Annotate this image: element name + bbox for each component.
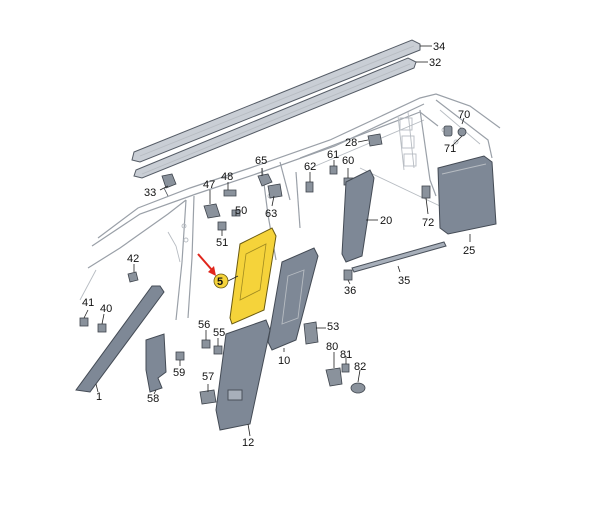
callout-53[interactable]: 53 bbox=[327, 321, 339, 333]
callout-34[interactable]: 34 bbox=[433, 41, 445, 53]
callout-58[interactable]: 58 bbox=[147, 393, 159, 405]
callout-80[interactable]: 80 bbox=[326, 341, 338, 353]
callout-32[interactable]: 32 bbox=[429, 57, 441, 69]
callout-65[interactable]: 65 bbox=[255, 155, 267, 167]
callout-41[interactable]: 41 bbox=[82, 297, 94, 309]
callout-40[interactable]: 40 bbox=[100, 303, 112, 315]
callout-25[interactable]: 25 bbox=[463, 245, 475, 257]
clip-72 bbox=[421, 185, 431, 199]
callout-labels: 34 32 70 28 71 61 65 62 60 33 48 47 50 6… bbox=[82, 41, 475, 449]
roof-moulding-34 bbox=[131, 39, 421, 163]
callout-55[interactable]: 55 bbox=[213, 327, 225, 339]
callout-56[interactable]: 56 bbox=[198, 319, 210, 331]
callout-47[interactable]: 47 bbox=[203, 179, 215, 191]
clip-65-63 bbox=[257, 173, 283, 199]
b-pillar-upper-trim-5 bbox=[229, 227, 277, 325]
callout-42[interactable]: 42 bbox=[127, 253, 139, 265]
callout-36[interactable]: 36 bbox=[344, 285, 356, 297]
callout-20[interactable]: 20 bbox=[380, 215, 392, 227]
b-pillar-trim-10 bbox=[267, 247, 319, 351]
callout-63[interactable]: 63 bbox=[265, 208, 277, 220]
callout-72[interactable]: 72 bbox=[422, 217, 434, 229]
callout-5[interactable]: 5 bbox=[217, 276, 223, 288]
callout-33[interactable]: 33 bbox=[144, 187, 156, 199]
seal-strip-35 bbox=[351, 241, 447, 273]
clip-70-71 bbox=[443, 125, 467, 137]
callout-50[interactable]: 50 bbox=[235, 205, 247, 217]
clip-28 bbox=[367, 133, 383, 147]
clips-59 bbox=[175, 351, 185, 361]
c-pillar-trim-20 bbox=[341, 169, 375, 263]
vehicle-body-outline bbox=[79, 93, 501, 321]
callout-59[interactable]: 59 bbox=[173, 367, 185, 379]
a-pillar-trim-1 bbox=[75, 285, 165, 393]
clip-53 bbox=[303, 321, 319, 345]
bracket-58 bbox=[145, 333, 167, 393]
red-indicator-arrow bbox=[197, 253, 216, 276]
callout-62[interactable]: 62 bbox=[304, 161, 316, 173]
b-pillar-lower-trim-12 bbox=[215, 319, 271, 431]
callout-81[interactable]: 81 bbox=[340, 349, 352, 361]
clip-36 bbox=[343, 269, 353, 281]
callout-71[interactable]: 71 bbox=[444, 143, 456, 155]
callout-10[interactable]: 10 bbox=[278, 355, 290, 367]
rear-side-trim-25 bbox=[437, 155, 497, 235]
callout-48[interactable]: 48 bbox=[221, 171, 233, 183]
leader-lines bbox=[83, 45, 471, 437]
highlighted-part bbox=[229, 227, 277, 325]
callout-82[interactable]: 82 bbox=[354, 361, 366, 373]
callout-70[interactable]: 70 bbox=[458, 109, 470, 121]
callout-60[interactable]: 60 bbox=[342, 155, 354, 167]
callout-28[interactable]: 28 bbox=[345, 137, 357, 149]
callout-35[interactable]: 35 bbox=[398, 275, 410, 287]
callout-61[interactable]: 61 bbox=[327, 149, 339, 161]
callout-51[interactable]: 51 bbox=[216, 237, 228, 249]
clip-33 bbox=[161, 173, 177, 197]
callout-57[interactable]: 57 bbox=[202, 371, 214, 383]
callout-12[interactable]: 12 bbox=[242, 437, 254, 449]
roof-moulding-32 bbox=[133, 57, 417, 179]
clips-80-81-82 bbox=[325, 363, 366, 394]
callout-1[interactable]: 1 bbox=[96, 391, 102, 403]
callout-5-badge bbox=[213, 273, 229, 289]
